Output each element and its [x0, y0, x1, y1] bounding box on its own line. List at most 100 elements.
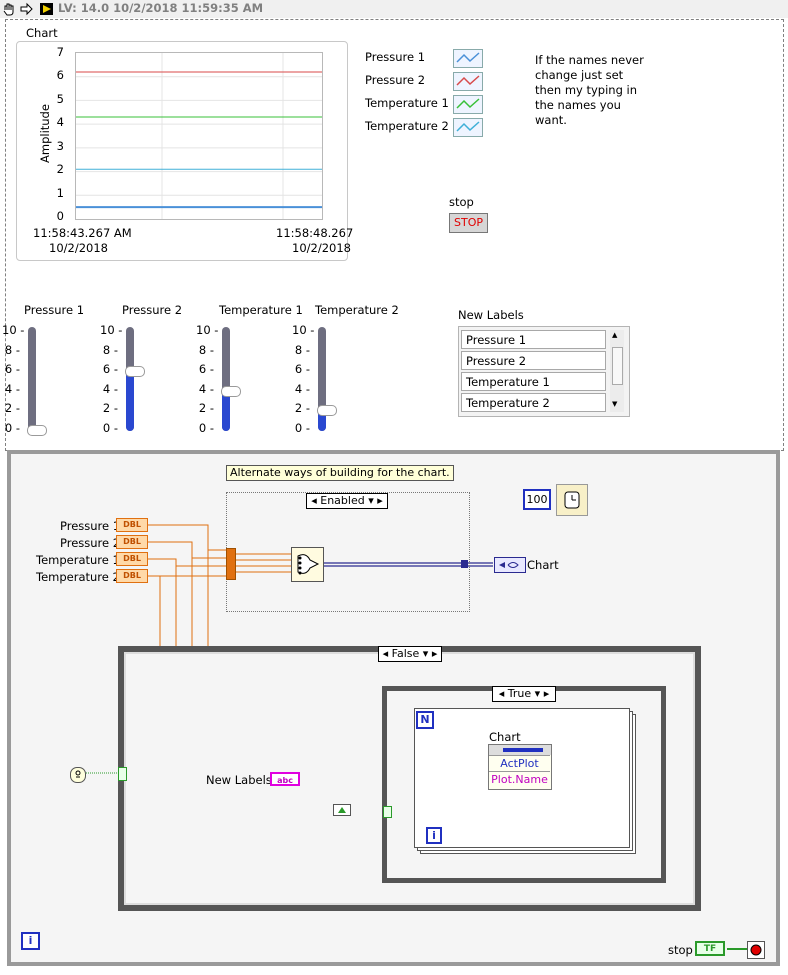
slider-tick: 4 -: [4, 381, 20, 396]
list-item[interactable]: Temperature 1: [461, 372, 606, 391]
chart-plot-area[interactable]: [75, 52, 323, 220]
slider-tick: 10 -: [196, 323, 219, 337]
slider-track[interactable]: [318, 327, 326, 431]
case-selector-enabled[interactable]: ◂ Enabled ▾ ▸: [306, 493, 388, 509]
ytick: 4: [56, 115, 64, 129]
arrow-icon: [20, 2, 33, 16]
wait-ms-icon[interactable]: [556, 484, 588, 516]
window-title: LV: 14.0 10/2/2018 11:59:35 AM: [58, 1, 264, 15]
legend-label: Pressure 2: [365, 73, 426, 87]
case-dropdown-icon: ▾: [534, 687, 541, 700]
legend-label: Temperature 2: [365, 119, 449, 133]
case-dropdown-icon: ▾: [368, 494, 374, 507]
stop-terminal-label: stop: [668, 943, 693, 957]
comment-label[interactable]: Alternate ways of building for the chart…: [226, 465, 454, 481]
input-label: Temperature 1: [36, 553, 120, 567]
slider-tick: 8 -: [198, 342, 214, 357]
slider-tick: 0 -: [294, 421, 310, 435]
slider-tick: 2 -: [198, 401, 214, 416]
slider-tick: 0 -: [198, 421, 214, 435]
slider-fill: [126, 372, 134, 431]
list-scrollbar[interactable]: ▲ ▼: [610, 330, 624, 412]
property-node-header: [489, 745, 551, 755]
list-item[interactable]: Pressure 1: [461, 330, 606, 349]
legend-swatch-icon: [453, 95, 483, 114]
slider-thumb[interactable]: [125, 366, 145, 378]
slider-thumb[interactable]: [221, 385, 241, 397]
dbl-terminal[interactable]: DBL: [116, 552, 148, 566]
chart-terminal-label: Chart: [527, 558, 559, 572]
legend-label: Temperature 1: [365, 96, 449, 110]
property-node-label: Chart: [489, 730, 521, 744]
boolean-terminal[interactable]: TF: [695, 941, 725, 956]
input-label: Pressure 1: [60, 519, 121, 533]
list-item[interactable]: Temperature 2: [461, 393, 606, 412]
legend-label: Pressure 1: [365, 50, 426, 64]
scroll-thumb: [612, 347, 623, 385]
ytick: 0: [56, 209, 64, 223]
note-text: If the names never change just set then …: [535, 53, 644, 127]
string-array-terminal[interactable]: abc: [270, 772, 300, 786]
bundle-icon[interactable]: [291, 547, 324, 582]
legend-swatch-icon: [453, 118, 483, 137]
wait-constant[interactable]: 100: [523, 489, 551, 510]
slider-tick: 6 -: [4, 362, 20, 377]
slider-thumb[interactable]: [317, 405, 337, 417]
slider-tick: 8 -: [4, 342, 20, 357]
ytick: 7: [56, 45, 64, 59]
case-selector-true[interactable]: ◂ True ▾ ▸: [492, 686, 556, 702]
prop-plot-name: Plot.Name: [489, 771, 550, 787]
chart-xend-date: 10/2/2018: [292, 241, 351, 255]
run-hand-icon: [3, 3, 14, 16]
stop-label: stop: [449, 195, 474, 209]
slider-tick: 4 -: [294, 381, 310, 396]
case-left-icon: ◂: [382, 647, 389, 660]
slider-tick: 10 -: [292, 323, 315, 337]
chart-ylabel: Amplitude: [38, 104, 52, 163]
ytick: 3: [56, 139, 64, 153]
dbl-terminal[interactable]: DBL: [116, 518, 148, 532]
legend-swatch-icon: [453, 72, 483, 91]
case-right-icon: ▸: [543, 687, 550, 700]
dbl-terminal[interactable]: DBL: [116, 569, 148, 583]
list-item[interactable]: Pressure 2: [461, 351, 606, 370]
chart-xstart: 11:58:43.267 AM: [33, 226, 132, 240]
empty-array-icon[interactable]: [333, 804, 351, 816]
toolbar: LV: 14.0 10/2/2018 11:59:35 AM: [0, 0, 788, 18]
slider-fill: [318, 411, 326, 431]
toolbar-icons[interactable]: [2, 1, 56, 17]
ytick: 6: [56, 68, 64, 82]
slider-thumb[interactable]: [27, 425, 47, 436]
prop-actplot: ActPlot: [489, 755, 550, 771]
case-selector-tunnel[interactable]: [383, 806, 392, 818]
info-icon[interactable]: [70, 767, 86, 783]
slider-label: Pressure 2: [122, 303, 183, 317]
case-dropdown-icon: ▾: [422, 647, 429, 660]
slider-tick: 8 -: [102, 342, 118, 357]
slider-track[interactable]: [28, 327, 36, 431]
disabled-structure[interactable]: [226, 492, 470, 612]
while-index-terminal[interactable]: i: [21, 932, 40, 950]
loop-condition-icon[interactable]: [747, 941, 765, 959]
slider-fill: [222, 391, 230, 431]
ytick: 1: [56, 186, 64, 200]
case-right-icon: ▸: [431, 647, 438, 660]
case-selector-false[interactable]: ◂ False ▾ ▸: [378, 646, 442, 662]
ytick: 2: [56, 162, 64, 176]
slider-label: Temperature 1: [219, 303, 303, 317]
loop-index-terminal[interactable]: i: [426, 827, 442, 844]
slider-track[interactable]: [222, 327, 230, 431]
case-left-icon: ◂: [498, 687, 505, 700]
slider-tick: 0 -: [4, 421, 20, 435]
new-labels-terminal-label: New Labels: [206, 773, 272, 787]
loop-count-terminal[interactable]: N: [416, 711, 434, 729]
slider-tick: 10 -: [2, 323, 25, 337]
property-node[interactable]: ActPlot Plot.Name: [488, 744, 552, 790]
chart-xend: 11:58:48.267: [276, 226, 354, 240]
dbl-terminal[interactable]: DBL: [116, 535, 148, 549]
stop-button[interactable]: STOP: [449, 213, 488, 233]
selector-tunnel[interactable]: [118, 767, 127, 781]
tunnel-group[interactable]: [226, 548, 236, 580]
chart-terminal-icon[interactable]: [494, 557, 526, 573]
slider-tick: 6 -: [294, 362, 310, 377]
